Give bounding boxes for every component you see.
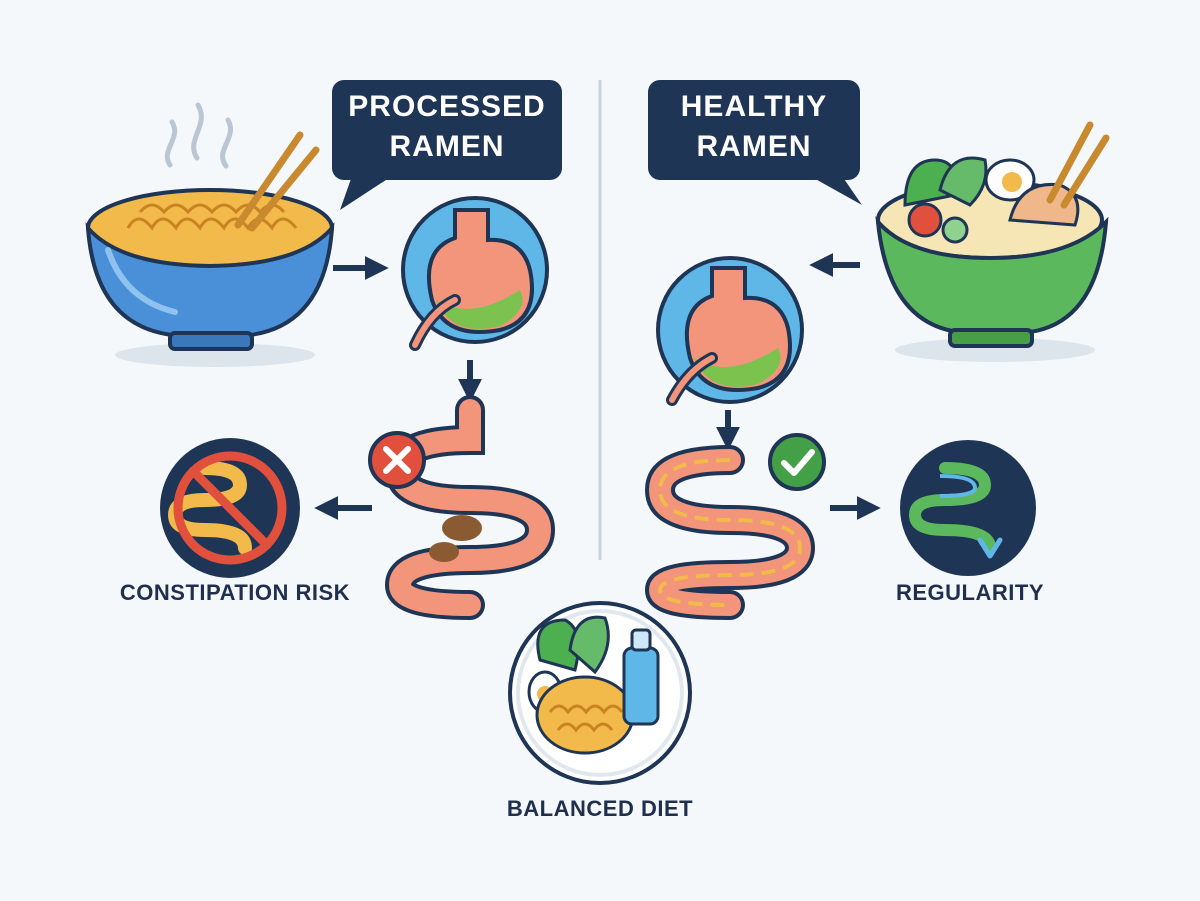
- processed-ramen-bubble: [332, 80, 562, 210]
- balanced-plate-icon: [535, 675, 635, 755]
- healthy-ramen-bubble: [648, 80, 862, 205]
- chopsticks-icon: [234, 131, 304, 229]
- processed-ramen-title-line1: PROCESSED: [348, 90, 546, 123]
- processed-ramen-title-line2: RAMEN: [389, 130, 505, 163]
- intestine-left: [368, 395, 556, 620]
- healthy-ramen-title-line2: RAMEN: [696, 130, 812, 163]
- blockage-mass: [442, 515, 482, 541]
- intestine-flow-icon: [908, 462, 996, 554]
- salad-ramen-bowl-icon: [875, 216, 1109, 334]
- balanced-diet-plate: [508, 601, 692, 785]
- check-mark-icon: [768, 433, 826, 491]
- regularity-label: REGULARITY: [896, 580, 1044, 605]
- intestine-right: [644, 433, 826, 620]
- steam-icon: [165, 102, 233, 169]
- stomach-right: [656, 256, 804, 406]
- regularity-icon: [900, 440, 1036, 576]
- stomach-left: [401, 196, 549, 351]
- constipation-risk-label: CONSTIPATION RISK: [119, 580, 351, 605]
- healthy-ramen-title-line1: HEALTHY: [680, 90, 828, 123]
- noodle-bowl-icon: [85, 222, 335, 337]
- balanced-diet-label: BALANCED DIET: [506, 796, 694, 821]
- processed-ramen-bowl: [85, 102, 335, 367]
- constipation-risk-icon: [160, 438, 300, 578]
- healthy-ramen-bowl: [875, 121, 1110, 362]
- water-bottle-icon: [622, 646, 660, 726]
